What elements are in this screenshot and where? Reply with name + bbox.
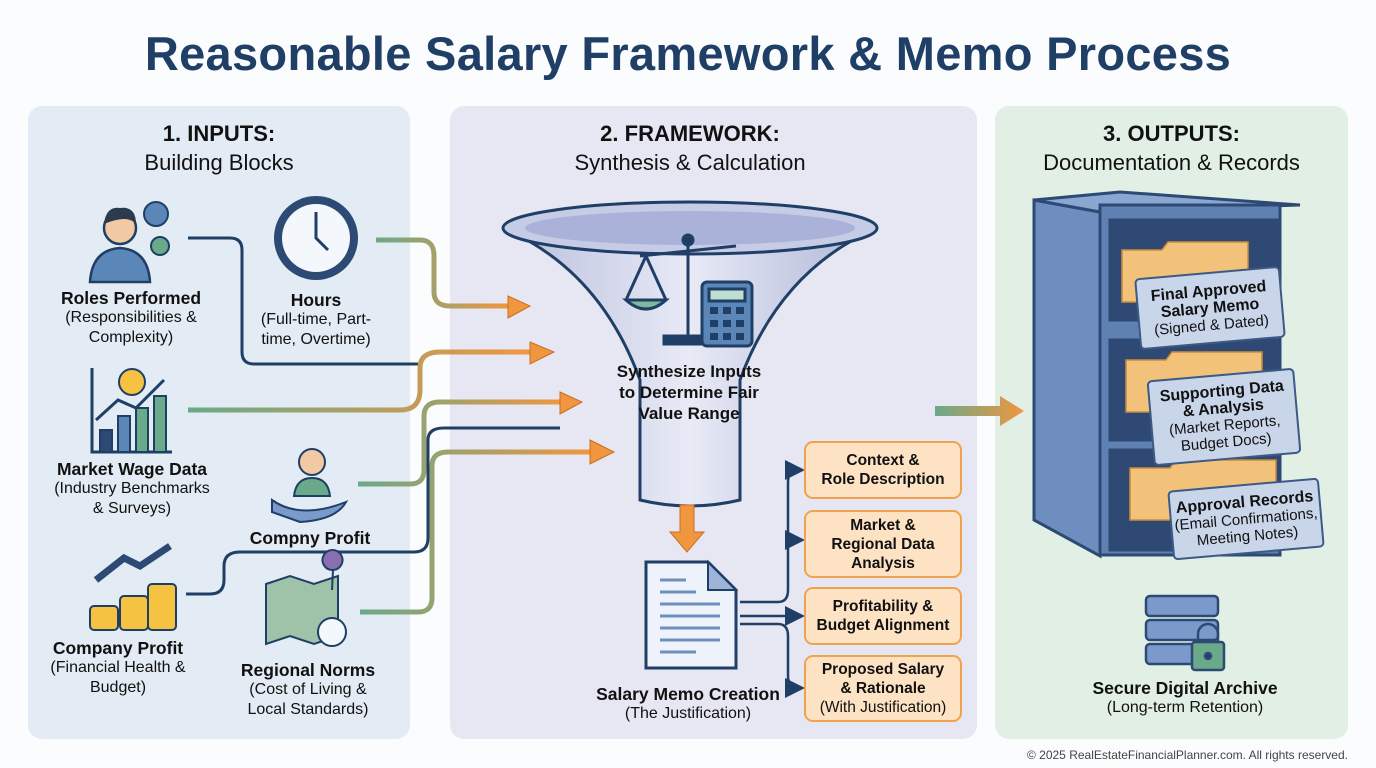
inputs-heading: 1. INPUTS: Building Blocks <box>28 119 410 177</box>
component-line: Profitability & <box>832 598 934 615</box>
drawer-approval-records: Approval Records(Email Confirmations,Mee… <box>1167 477 1325 561</box>
funnel-line: to Determine Fair <box>619 383 759 402</box>
bar-chart-dollar-icon <box>90 368 172 454</box>
memo-label: Salary Memo Creation(The Justification) <box>596 684 780 724</box>
input-market-wage: Market Wage Data(Industry Benchmarks & Su… <box>54 459 210 519</box>
input-sub: Complexity) <box>88 329 174 346</box>
input-sub: (Cost of Living & <box>249 681 367 698</box>
input-title: Hours <box>290 290 342 310</box>
down-arrow-icon <box>668 504 706 553</box>
input-sub: Budget) <box>89 679 147 696</box>
clock-icon <box>274 196 358 280</box>
outputs-heading-title: 3. OUTPUTS: <box>1103 121 1240 146</box>
outputs-heading: 3. OUTPUTS: Documentation & Records <box>995 119 1348 177</box>
input-title: Compny Profit <box>249 528 371 548</box>
memo-component-context: Context & Role Description <box>804 441 962 499</box>
footer-copyright: © 2025 RealEstateFinancialPlanner.com. A… <box>1026 748 1348 762</box>
document-icon <box>644 559 739 670</box>
person-hand-icon <box>271 448 349 524</box>
input-sub: (Financial Health & <box>50 659 186 676</box>
input-connectors <box>186 236 590 615</box>
component-line: & Rationale <box>840 680 926 697</box>
funnel-line: Synthesize Inputs <box>616 362 762 381</box>
input-sub: (Full-time, Part- <box>260 311 372 328</box>
person-gears-icon <box>88 201 170 284</box>
archive-sub: (Long-term Retention) <box>1106 699 1264 716</box>
framework-subheading: Synthesis & Calculation <box>574 150 806 175</box>
memo-component-proposed: Proposed Salary & Rationale (With Justific… <box>804 655 962 722</box>
input-sub: (Industry Benchmarks <box>54 480 210 497</box>
component-line: Market & <box>850 516 916 534</box>
orange-arrowheads <box>507 295 616 465</box>
component-line: Budget Alignment <box>816 617 950 634</box>
output-arrow-icon <box>935 396 1024 426</box>
funnel-text: Synthesize Inputs to Determine Fair Valu… <box>617 361 762 424</box>
input-sub: Local Standards) <box>247 701 369 718</box>
component-line: Role Description <box>821 471 945 488</box>
framework-heading: 2. FRAMEWORK: Synthesis & Calculation <box>450 119 930 177</box>
component-line: Proposed Salary <box>821 661 945 678</box>
memo-connectors <box>740 460 805 698</box>
inputs-heading-title: 1. INPUTS: <box>162 121 276 146</box>
page-title: Reasonable Salary Framework & Memo Proce… <box>144 27 1232 80</box>
component-line: Context & <box>846 452 920 469</box>
input-title: Regional Norms <box>240 660 376 680</box>
scale-calculator-icon <box>622 233 754 348</box>
memo-title: Salary Memo Creation <box>596 684 780 704</box>
input-sub: time, Overtime) <box>261 331 371 348</box>
component-line: Analysis <box>851 554 915 572</box>
map-pin-icon <box>265 549 347 647</box>
component-line: (With Justification) <box>819 699 947 716</box>
input-title: Market Wage Data <box>56 459 208 479</box>
archive-title: Secure Digital Archive <box>1092 678 1278 698</box>
input-title: Roles Performed <box>60 288 202 308</box>
funnel-icon <box>501 200 879 508</box>
funnel-line: Value Range <box>638 404 740 423</box>
component-line: Regional Data <box>831 535 935 553</box>
input-roles: Roles Performed(Responsibilities & Comple… <box>61 288 201 348</box>
archive-label: Secure Digital Archive(Long-term Retenti… <box>1092 678 1277 718</box>
framework-heading-title: 2. FRAMEWORK: <box>600 121 780 146</box>
outputs-subheading: Documentation & Records <box>1043 150 1300 175</box>
inputs-subheading: Building Blocks <box>144 150 294 175</box>
input-sub: (Responsibilities & <box>65 309 197 326</box>
drawer-supporting-data: Supporting Data& Analysis(Market Reports… <box>1146 367 1302 467</box>
input-title: Company Profit <box>52 638 184 658</box>
input-hours: Hours(Full-time, Part-time, Overtime) <box>261 290 371 350</box>
input-regional-norms: Regional Norms(Cost of Living & Local Sta… <box>241 660 375 720</box>
input-company-profit: Company Profit(Financial Health & Budget) <box>50 638 185 698</box>
input-compny-profit: Compny Profit <box>250 528 371 548</box>
input-sub: & Surveys) <box>92 500 172 517</box>
memo-component-profitability: Profitability & Budget Alignment <box>804 587 962 645</box>
coins-growth-icon <box>89 543 177 631</box>
memo-sub: (The Justification) <box>624 705 752 722</box>
server-lock-icon <box>1144 594 1226 672</box>
